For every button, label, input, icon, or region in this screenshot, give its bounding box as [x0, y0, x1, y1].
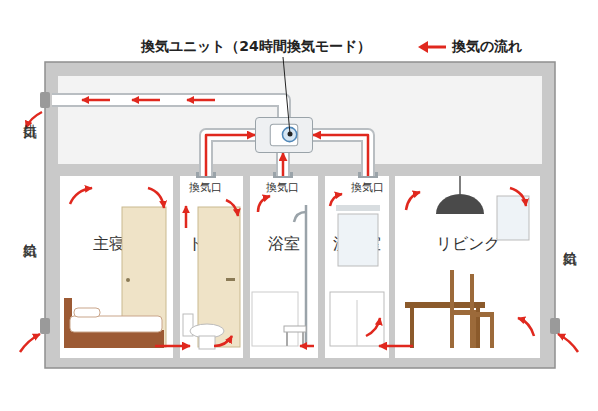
legend-text: 換気の流れ — [452, 38, 522, 56]
airflow-connector — [283, 153, 284, 176]
legend: 換気の流れ — [418, 38, 522, 56]
room-box: 洗面室 — [325, 176, 389, 358]
room-box: 浴室 — [250, 176, 318, 358]
room-name: リビング — [395, 234, 540, 255]
legend-arrow — [418, 41, 448, 53]
exhaust-duct — [52, 100, 284, 118]
flow-arrow — [313, 135, 368, 176]
legend-arrow-shaft — [426, 46, 446, 49]
fan-housing — [270, 124, 297, 145]
house-body — [45, 62, 555, 368]
flow-arrow — [82, 99, 110, 102]
room-box: 主寝室 — [60, 176, 173, 358]
room-name: 主寝室 — [60, 234, 173, 255]
room-name: トイレ — [180, 234, 243, 255]
vent-opening-label: 換気口 — [189, 182, 222, 194]
room-name: 洗面室 — [325, 234, 389, 255]
flow-arrow — [282, 153, 285, 176]
duct-inner — [313, 135, 368, 176]
vent-label: 排気口 — [22, 113, 37, 119]
house-outline — [45, 62, 555, 368]
flow-arrow — [132, 99, 160, 102]
vent-opening-label: 換気口 — [266, 182, 299, 194]
airflow-connector — [206, 135, 255, 176]
fan-rotor — [282, 127, 296, 141]
duct-outline — [313, 135, 368, 176]
flow-arrow — [206, 135, 255, 176]
duct-inner — [278, 153, 288, 176]
supply-vent — [40, 318, 50, 334]
unit-title: 換気ユニット（24時間換気モード） — [141, 38, 370, 56]
duct-inner — [206, 135, 255, 176]
exhaust-vent — [40, 92, 50, 108]
duct-outline — [206, 135, 255, 176]
vent-opening-label: 換気口 — [351, 182, 384, 194]
fan-icon — [256, 118, 312, 152]
ventilation-unit: 換気ユニット（24時間換気モード） — [255, 117, 313, 153]
vent-label: 給気口 — [562, 240, 577, 246]
flow-arrow — [20, 334, 40, 352]
flow-arrow — [187, 99, 215, 102]
airflow-connector — [313, 135, 368, 176]
vent-label: 給気口 — [22, 232, 37, 238]
room-name: 浴室 — [250, 234, 318, 255]
supply-vent — [550, 318, 560, 334]
duct-outline — [276, 153, 290, 176]
legend-arrow-head — [418, 41, 428, 53]
room-box: リビング — [395, 176, 540, 358]
flow-arrow — [558, 334, 578, 352]
room-box: トイレ — [180, 176, 243, 358]
attic-space — [58, 76, 542, 164]
exhaust-duct-inner — [52, 100, 284, 118]
